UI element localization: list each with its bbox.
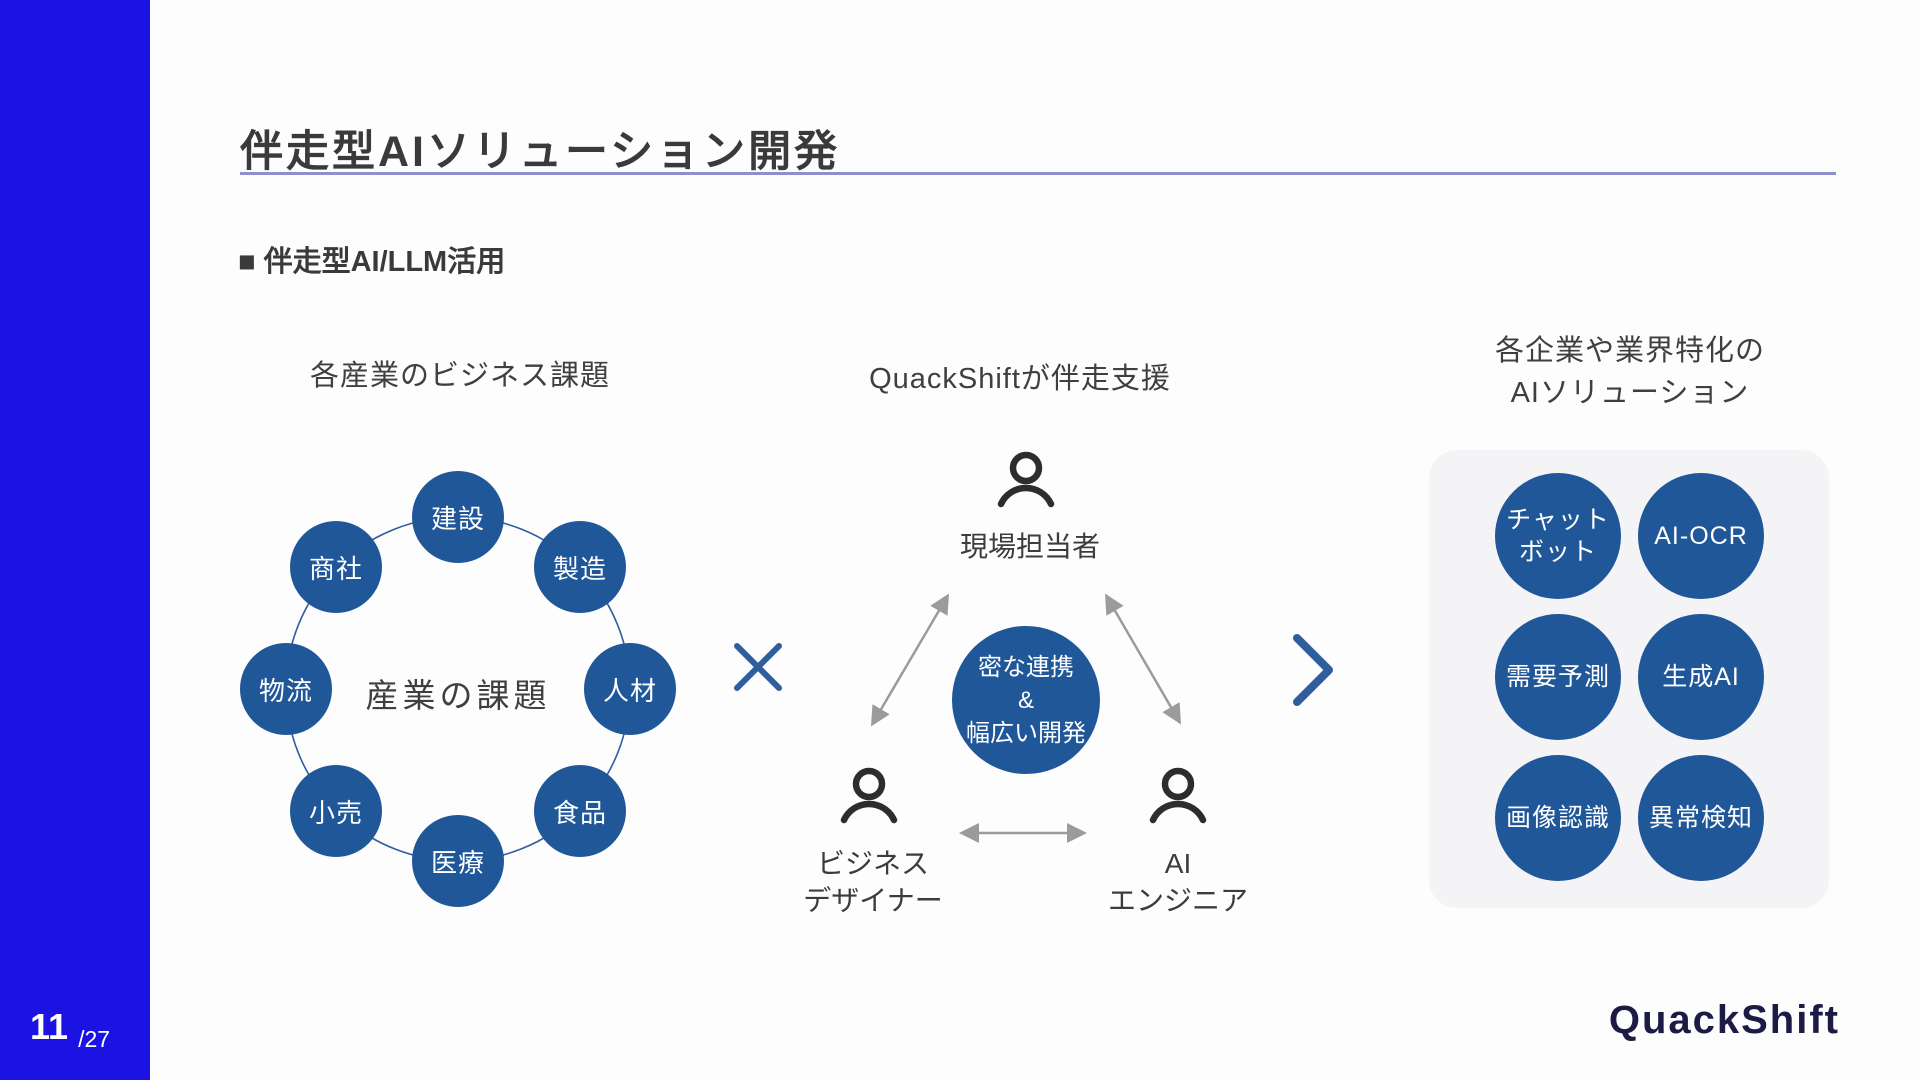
industry-wheel: 建設 製造 人材 食品 医療 小売 物流 商社 産業の課題 [238, 469, 678, 909]
right-heading-line2: AIソリューション [1510, 377, 1750, 409]
collaboration-circle: 密な連携 & 幅広い開発 [952, 626, 1100, 774]
chevron-right-icon [1293, 634, 1333, 706]
industry-circle: 製造 [534, 521, 626, 613]
industry-circle: 商社 [290, 521, 382, 613]
solution-circle: 画像認識 [1495, 755, 1621, 881]
multiply-icon [734, 643, 782, 691]
collaboration-arrows [870, 593, 1182, 843]
page-number-current: 11 [30, 1006, 69, 1047]
collab-line2: & [1017, 686, 1034, 714]
solution-circle: 異常検知 [1638, 755, 1764, 881]
industry-circle: 建設 [412, 471, 504, 563]
right-heading-line1: 各企業や業界特化の [1494, 335, 1765, 367]
industry-circle: 物流 [240, 643, 332, 735]
solution-circle: 生成AI [1638, 614, 1764, 740]
title-divider [240, 172, 1836, 175]
section-label: ■ 伴走型AI/LLM活用 [238, 246, 506, 278]
collab-line3: 幅広い開発 [966, 719, 1086, 747]
right-column-heading: 各企業や業界特化の AIソリューション [1428, 330, 1832, 414]
person-icon [840, 767, 898, 824]
solution-circle: AI-OCR [1638, 473, 1764, 599]
accent-sidebar: 11 /27 [0, 0, 150, 1080]
collaboration-triangle: 現場担当者 密な連携 & 幅広い開発 ビジネス デザイナー AI エンジニア [803, 420, 1248, 930]
page-number-total: /27 [78, 1026, 111, 1052]
industry-circle: 医療 [412, 815, 504, 907]
industry-circle: 食品 [534, 765, 626, 857]
solutions-panel: チャット ボット AI-OCR 需要予測 生成AI 画像認識 異常検知 [1429, 450, 1829, 908]
company-logo: QuackShift [1608, 998, 1840, 1042]
industry-circle: 小売 [290, 765, 382, 857]
middle-column-heading: QuackShiftが伴走支援 [869, 363, 1171, 395]
person-icon [997, 451, 1055, 508]
role-bottom-left-label: ビジネス デザイナー [803, 848, 943, 916]
page-number: 11 /27 [30, 1006, 110, 1052]
slide-title: 伴走型AIソリューション開発 [240, 127, 841, 176]
industry-circle: 人材 [584, 643, 676, 735]
solution-circle: チャット ボット [1495, 473, 1621, 599]
left-column-heading: 各産業のビジネス課題 [309, 360, 610, 392]
person-icon [1149, 767, 1207, 824]
solution-circle: 需要予測 [1495, 614, 1621, 740]
role-top-label: 現場担当者 [959, 531, 1100, 562]
industry-center-label: 産業の課題 [365, 677, 551, 714]
collab-line1: 密な連携 [978, 653, 1074, 681]
role-bottom-right-label: AI エンジニア [1107, 848, 1248, 916]
